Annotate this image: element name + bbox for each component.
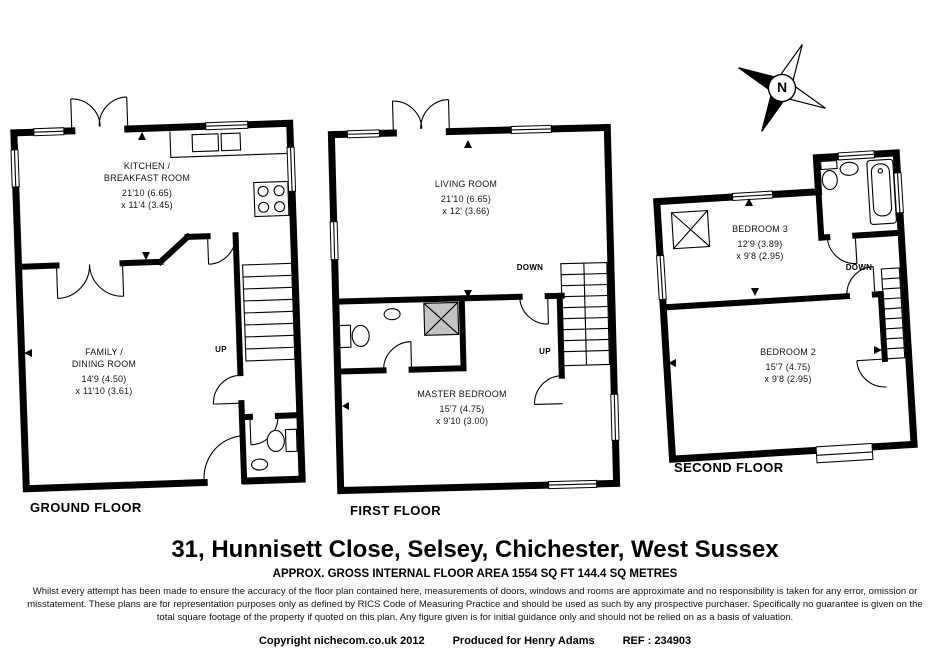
second-bedroom2-label: BEDROOM 2 15'7 (4.75) x 9'8 (2.95) <box>718 346 858 385</box>
room-dim-line: 15'7 (4.75) <box>439 404 485 414</box>
room-dim-line: x 9'8 (2.95) <box>764 374 812 384</box>
cooktop-icon <box>253 180 290 218</box>
basin-icon <box>251 458 269 471</box>
room-name-line: LIVING ROOM <box>434 179 498 189</box>
second-stairs-down-label: DOWN <box>845 263 873 272</box>
first-stairs-up-label: UP <box>539 347 551 356</box>
basin-icon <box>839 161 859 176</box>
basin-icon <box>383 308 401 321</box>
toilet-icon <box>820 159 838 191</box>
floor-area-line: APPROX. GROSS INTERNAL FLOOR AREA 1554 S… <box>272 568 678 580</box>
ref-text: REF : 234903 <box>622 635 692 647</box>
room-dim-line: 14'9 (4.50) <box>81 374 127 384</box>
second-windows <box>656 150 904 464</box>
skylight-icon <box>670 209 711 250</box>
second-floor-title: SECOND FLOOR <box>674 460 784 475</box>
second-floor-plan <box>653 149 918 464</box>
ground-dimension-arrows <box>24 132 150 357</box>
room-name-line: FAMILY / <box>85 347 123 357</box>
first-inner-walls <box>332 292 565 379</box>
copyright-text: Copyright nichecom.co.uk 2012 <box>258 635 425 647</box>
ground-family-label: FAMILY / DINING ROOM 14'9 (4.50) x 11'10… <box>34 346 174 397</box>
toilet-icon <box>266 428 298 453</box>
first-outer-walls <box>327 123 621 495</box>
first-floor-title: FIRST FLOOR <box>350 503 442 518</box>
room-name-line: DINING ROOM <box>71 359 137 369</box>
ground-floor-title: GROUND FLOOR <box>30 500 142 515</box>
first-windows <box>329 124 620 490</box>
room-dim-line: 15'7 (4.75) <box>765 362 811 372</box>
first-door-swings <box>383 99 563 405</box>
room-name-line: KITCHEN / <box>123 161 171 171</box>
ground-outer-walls <box>10 119 306 493</box>
ground-stairs-up-label: UP <box>215 345 227 354</box>
ground-kitchen-label: KITCHEN / BREAKFAST ROOM 21'10 (6.65) x … <box>77 160 217 211</box>
room-name-line: MASTER BEDROOM <box>417 389 507 399</box>
copyright-line: Copyright nichecom.co.uk 2012 Produced fo… <box>0 635 950 647</box>
sink-icon <box>169 131 287 159</box>
compass-north-label: N <box>776 79 788 95</box>
second-dimension-arrows <box>668 198 882 367</box>
second-bedroom3-label: BEDROOM 3 12'9 (3.89) x 9'8 (2.95) <box>690 223 830 262</box>
second-door-swings <box>826 235 887 388</box>
toilet-icon <box>338 324 370 349</box>
room-dim-line: 21'10 (6.65) <box>121 188 173 198</box>
room-dim-line: x 11'10 (3.61) <box>75 386 133 396</box>
ground-stairs-icon <box>242 262 296 362</box>
bath-icon <box>866 158 897 225</box>
second-stairs-icon <box>880 267 906 360</box>
room-dim-line: x 12' (3.66) <box>442 206 490 216</box>
ground-door-swings <box>55 96 279 480</box>
first-dimension-arrows <box>342 140 472 410</box>
room-dim-line: x 9'8 (2.95) <box>736 251 784 261</box>
room-dim-line: 12'9 (3.89) <box>737 239 783 249</box>
disclaimer-text: Whilst every attempt has been made to en… <box>27 586 923 623</box>
north-arrow-icon <box>738 44 826 132</box>
room-name-line: BREAKFAST ROOM <box>103 173 191 183</box>
first-stairs-icon <box>560 261 611 367</box>
room-name-line: BEDROOM 3 <box>732 224 788 234</box>
ground-windows <box>10 120 297 192</box>
second-inner-walls <box>660 188 905 363</box>
produced-for-text: Produced for Henry Adams <box>452 635 595 647</box>
first-floor-plan <box>327 99 621 495</box>
room-dim-line: 21'10 (6.65) <box>440 194 492 204</box>
room-dim-line: x 9'10 (3.00) <box>435 416 489 426</box>
ground-inner-walls <box>15 232 303 485</box>
shower-icon <box>423 301 460 336</box>
page-title: 31, Hunnisett Close, Selsey, Chichester,… <box>171 536 779 563</box>
ground-floor-plan <box>10 96 306 493</box>
room-dim-line: x 11'4 (3.45) <box>121 200 173 210</box>
first-living-label: LIVING ROOM 21'10 (6.65) x 12' (3.66) <box>396 178 536 217</box>
room-name-line: BEDROOM 2 <box>760 347 816 357</box>
second-outer-walls <box>653 149 918 463</box>
first-master-label: MASTER BEDROOM 15'7 (4.75) x 9'10 (3.00) <box>392 388 532 427</box>
first-stairs-down-label: DOWN <box>516 263 544 272</box>
